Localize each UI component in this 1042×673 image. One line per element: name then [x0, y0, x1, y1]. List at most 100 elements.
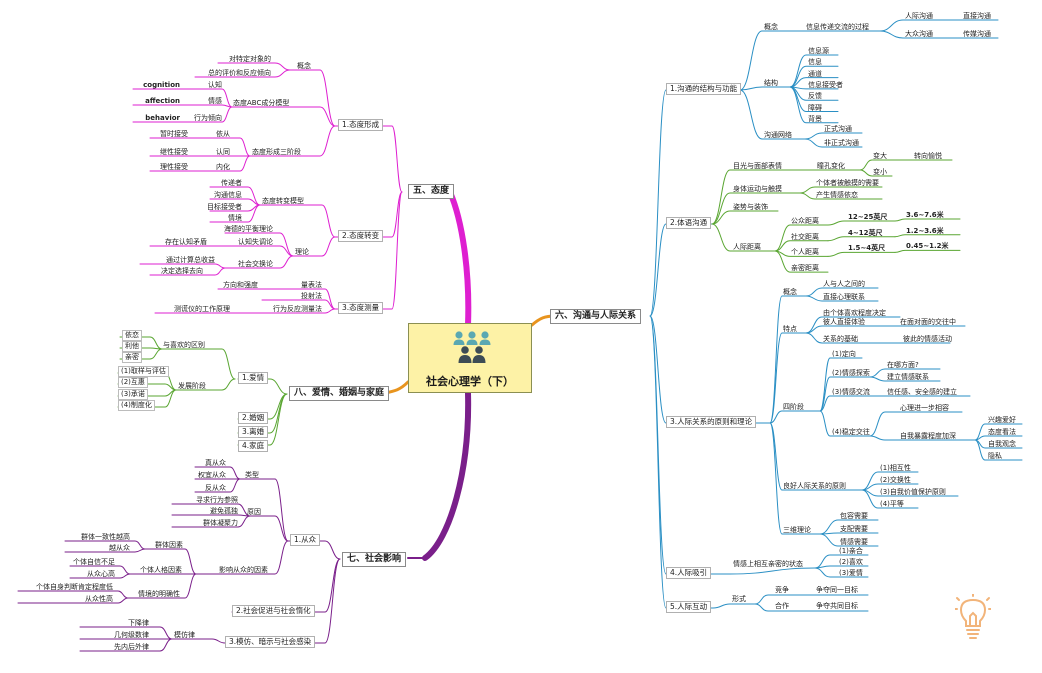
- node-influence-conformity-group[interactable]: 群体因素: [155, 541, 183, 549]
- node-communication-interaction-forms[interactable]: 形式: [732, 595, 746, 603]
- node-communication-interaction-competition[interactable]: 竞争: [775, 586, 789, 594]
- node-communication-relations-stage4[interactable]: (4)稳定交往: [832, 428, 870, 436]
- node-attitude-change-theory[interactable]: 理论: [295, 248, 309, 256]
- node-communication-relations-three-dim-items-2[interactable]: 情感需要: [840, 538, 868, 546]
- node-communication-body-language-pupil[interactable]: 瞳孔变化: [817, 162, 845, 170]
- node-influence-conformity-types[interactable]: 类型: [245, 471, 259, 479]
- node-communication-relations-stage4-b-items-1[interactable]: 态度看法: [988, 428, 1016, 436]
- node-influence-imitation-law-items-2[interactable]: 先内后外律: [114, 643, 149, 651]
- node-influence-imitation-law-items-1[interactable]: 几何级数律: [114, 631, 149, 639]
- node-attitude-formation-stage-items-2-name[interactable]: 内化: [216, 163, 230, 171]
- node-communication-relations-trait-items-2[interactable]: 关系的基础: [823, 335, 858, 343]
- node-communication-structure-label[interactable]: 1.沟通的结构与功能: [666, 83, 742, 95]
- node-influence-facilitation[interactable]: 2.社会促进与社会惰化: [232, 605, 315, 617]
- node-communication-structure-elements-4[interactable]: 反馈: [808, 92, 822, 101]
- node-communication-relations-principle-items-3[interactable]: (4)平等: [880, 500, 904, 508]
- node-communication-body-language-pleasure[interactable]: 转向愉悦: [914, 152, 942, 160]
- node-influence-conformity-group-items-1[interactable]: 越从众: [109, 544, 130, 552]
- node-influence-imitation-law[interactable]: 模仿律: [174, 631, 195, 639]
- node-attitude-change-model-items-0[interactable]: 传递者: [221, 179, 242, 187]
- node-communication-relations-concept-items-0[interactable]: 人与人之间的: [823, 280, 865, 288]
- node-communication-body-language-touch-need[interactable]: 个体者被触摸的需要: [816, 179, 879, 187]
- node-attitude-measure-method-notes-1[interactable]: 测谎仪的工作原理: [174, 305, 230, 313]
- node-attitude-formation-stage-items-1-desc[interactable]: 继性接受: [160, 148, 188, 156]
- node-communication-relations-trait-items-0[interactable]: 由个体喜欢程度决定: [823, 309, 886, 317]
- node-communication-structure-elements-2[interactable]: 通道: [808, 69, 822, 78]
- node-love-love-stages[interactable]: 发展阶段: [178, 382, 206, 390]
- node-communication-structure-concept-mass[interactable]: 大众沟通: [905, 30, 933, 38]
- node-communication-relations-three-dim-items-0[interactable]: 包容需要: [840, 512, 868, 520]
- node-communication-attraction-items-1[interactable]: (2)喜欢: [839, 558, 863, 566]
- central-topic[interactable]: 社会心理学（下）: [408, 323, 532, 393]
- node-attitude-change-theories-1[interactable]: 认知失调论: [238, 238, 273, 246]
- node-communication-relations-four-stages[interactable]: 四阶段: [783, 403, 804, 411]
- node-attitude-measure-methods-2[interactable]: 行为反应测量法: [273, 305, 322, 313]
- node-communication-relations-stage1[interactable]: (1)定向: [832, 350, 856, 358]
- node-communication-structure-concept-mediated[interactable]: 传媒沟通: [963, 30, 991, 38]
- node-communication-body-language-distance[interactable]: 人际距离: [733, 243, 761, 251]
- node-influence-conformity-clarity[interactable]: 情境的明确性: [138, 590, 180, 598]
- node-influence-conformity-personal-items-1[interactable]: 从众心高: [87, 570, 115, 578]
- node-communication-attraction-items-2[interactable]: (3)爱情: [839, 569, 863, 577]
- node-influence-conformity-clarity-items-1[interactable]: 从众性高: [85, 595, 113, 603]
- node-love-others-1[interactable]: 3.离婚: [238, 426, 269, 438]
- node-communication-structure-elements-6[interactable]: 背景: [808, 114, 822, 123]
- node-communication-relations-stage4-a[interactable]: 心理进一步相容: [900, 404, 949, 412]
- node-attitude-formation-label[interactable]: 1.态度形成: [338, 119, 384, 131]
- node-communication-relations-stage4-b[interactable]: 自我暴露程度加深: [900, 432, 956, 440]
- node-attitude-measure-method-notes-0[interactable]: 方向和强度: [223, 281, 258, 289]
- node-attitude-measure-label[interactable]: 3.态度测量: [338, 302, 384, 314]
- node-attitude-change-theory-notes-2[interactable]: 决定选择去向: [161, 267, 203, 275]
- node-attitude-formation-concept[interactable]: 概念: [297, 62, 311, 70]
- node-attitude-change-model-items-3[interactable]: 情境: [228, 214, 242, 222]
- node-influence-conformity-type-items-2[interactable]: 反从众: [205, 484, 226, 492]
- node-communication-structure-concept-direct[interactable]: 直接沟通: [963, 12, 991, 20]
- node-attitude-formation-abc-items-0-cn[interactable]: 认知: [208, 81, 222, 89]
- node-influence-conformity-group-items-0[interactable]: 群体一致性越高: [81, 533, 130, 541]
- node-communication-structure-elements-0[interactable]: 信息源: [808, 47, 829, 55]
- node-communication-body-language-label[interactable]: 2.体语沟通: [666, 217, 712, 229]
- node-attitude-change-theory-notes-1[interactable]: 通过计算总收益: [166, 256, 215, 264]
- node-love-love-diff[interactable]: 与喜欢的区别: [163, 341, 205, 349]
- node-communication-structure-network-label[interactable]: 沟通网络: [764, 131, 792, 139]
- node-communication-label[interactable]: 六、沟通与人际关系: [550, 309, 642, 324]
- node-influence-conformity-type-items-0[interactable]: 真从众: [205, 459, 226, 467]
- node-influence-conformity-reasons[interactable]: 原因: [247, 508, 261, 516]
- node-communication-relations-concept[interactable]: 概念: [783, 288, 797, 296]
- node-communication-relations-principle-items-2[interactable]: (3)自我价值保护原则: [880, 488, 946, 496]
- node-influence-conformity-personal[interactable]: 个体人格因素: [140, 566, 182, 574]
- node-communication-relations-principle-items-1[interactable]: (2)交换性: [880, 476, 911, 484]
- node-communication-relations-principle-items-0[interactable]: (1)相互性: [880, 464, 911, 472]
- node-communication-body-language-zones-3-name[interactable]: 亲密距离: [791, 264, 819, 273]
- node-attitude-change-theories-0[interactable]: 海德的平衡理论: [224, 225, 273, 233]
- node-attitude-formation-stages[interactable]: 态度形成三阶段: [252, 148, 301, 156]
- node-attitude-change-label[interactable]: 2.态度转变: [338, 230, 384, 242]
- node-love-others-0[interactable]: 2.婚姻: [238, 412, 269, 424]
- node-attitude-formation-abc-items-2-cn[interactable]: 行为倾向: [194, 114, 222, 122]
- node-attitude-measure-methods-0[interactable]: 量表法: [301, 281, 322, 289]
- node-attitude-formation-abc[interactable]: 态度ABC成分模型: [233, 99, 290, 107]
- node-communication-structure-concept-label[interactable]: 概念: [764, 23, 778, 31]
- node-influence-imitation-law-items-0[interactable]: 下降律: [128, 619, 149, 627]
- node-attitude-formation-stage-items-0-name[interactable]: 依从: [216, 130, 230, 138]
- node-communication-interaction-cooperation[interactable]: 合作: [775, 602, 789, 610]
- node-communication-relations-stage3-item[interactable]: 信任感、安全感的建立: [887, 388, 957, 396]
- node-influence-conformity-reason-items-0[interactable]: 寻求行为参照: [196, 496, 238, 504]
- node-communication-relations-stage3[interactable]: (3)情感交流: [832, 388, 870, 396]
- node-communication-relations-three-dims[interactable]: 三维理论: [783, 526, 811, 534]
- node-communication-structure-concept-interpersonal[interactable]: 人际沟通: [905, 12, 933, 20]
- node-attitude-change-theory-notes-0[interactable]: 存在认知矛盾: [165, 238, 207, 246]
- node-love-love-label[interactable]: 1.爱情: [238, 372, 269, 384]
- node-communication-relations-three-dim-items-1[interactable]: 支配需要: [840, 525, 868, 533]
- node-influence-conformity-reason-items-1[interactable]: 避免孤独: [210, 507, 238, 515]
- node-attitude-label[interactable]: 五、态度: [408, 184, 455, 199]
- node-attitude-formation-stage-items-1-name[interactable]: 认同: [216, 148, 230, 156]
- node-attitude-change-model-items-1[interactable]: 沟通信息: [214, 191, 242, 199]
- node-communication-structure-structure-label[interactable]: 结构: [764, 79, 778, 87]
- node-communication-relations-trait-extras-0[interactable]: 在面对面的交往中: [900, 318, 956, 326]
- node-influence-imitation-label[interactable]: 3.模仿、暗示与社会感染: [225, 636, 316, 648]
- node-attitude-change-model-items-2[interactable]: 目标接受者: [207, 203, 242, 211]
- node-attitude-change-model[interactable]: 态度转变模型: [262, 197, 304, 205]
- node-attitude-measure-methods-1[interactable]: 投射法: [301, 292, 322, 300]
- node-influence-conformity-label[interactable]: 1.从众: [290, 534, 321, 546]
